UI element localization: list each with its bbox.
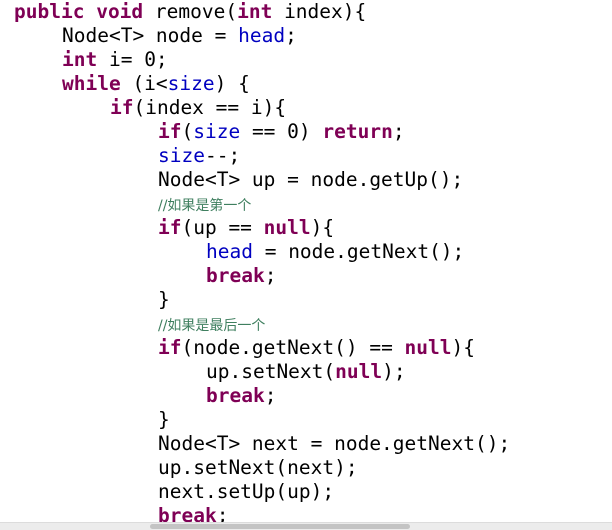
code-line[interactable]: } — [158, 288, 170, 312]
keyword-token: break — [158, 504, 217, 527]
keyword-token: while — [62, 72, 121, 95]
code-token: ) { — [214, 72, 250, 95]
field-token: head — [238, 24, 286, 47]
code-line[interactable]: public void remove(int index){ — [14, 0, 366, 24]
keyword-token: return — [322, 120, 393, 143]
field-token: size — [158, 144, 205, 167]
code-token: } — [158, 288, 170, 311]
code-line[interactable]: if(index == i){ — [110, 96, 286, 120]
code-line[interactable]: head = node.getNext(); — [206, 240, 464, 264]
keyword-token: if — [158, 120, 182, 143]
code-line[interactable]: Node<T> up = node.getUp(); — [158, 168, 463, 192]
keyword-token: break — [206, 384, 265, 407]
code-token: } — [158, 408, 170, 431]
code-line[interactable]: Node<T> node = head; — [62, 24, 297, 48]
code-line[interactable]: next.setUp(up); — [158, 480, 334, 504]
code-token: ; — [264, 384, 277, 407]
code-token: Node<T> node = — [62, 24, 239, 47]
code-token: == 0) — [240, 120, 323, 143]
code-line[interactable]: if(up == null){ — [158, 216, 334, 240]
code-line[interactable]: up.setNext(next); — [158, 456, 358, 480]
code-line[interactable]: up.setNext(null); — [206, 360, 406, 384]
code-line[interactable]: Node<T> next = node.getNext(); — [158, 432, 510, 456]
keyword-token: if — [158, 336, 182, 359]
code-token: i= 0; — [97, 48, 168, 71]
field-token: head — [206, 240, 253, 263]
code-token: ; — [392, 120, 405, 143]
keyword-token: null — [263, 216, 311, 239]
code-line[interactable]: while (i<size) { — [62, 72, 250, 96]
code-token: Node<T> up = node.getUp(); — [158, 168, 464, 191]
code-comment: //如果是最后一个 — [158, 318, 266, 334]
code-line[interactable]: //如果是最后一个 — [158, 312, 265, 336]
code-token: remove( — [143, 0, 238, 23]
keyword-token: void — [96, 0, 144, 23]
code-token: up.setNext(next); — [158, 456, 358, 479]
keyword-token: if — [158, 216, 182, 239]
code-comment: //如果是第一个 — [158, 198, 252, 214]
keyword-token: null — [404, 336, 452, 359]
code-token: (index == i){ — [133, 96, 287, 119]
code-token: index){ — [272, 0, 367, 23]
code-token: (i< — [120, 72, 168, 95]
field-token: size — [193, 120, 241, 143]
code-token — [84, 0, 96, 23]
code-token: ); — [382, 360, 406, 383]
code-token: Node<T> next = node.getNext(); — [158, 432, 511, 455]
field-token: size — [167, 72, 215, 95]
code-token: ; — [216, 504, 229, 527]
keyword-token: break — [206, 264, 265, 287]
code-token: next.setUp(up); — [158, 480, 335, 503]
keyword-token: int — [237, 0, 273, 23]
keyword-token: public — [14, 0, 85, 23]
code-token: ){ — [451, 336, 475, 359]
code-line[interactable]: //如果是第一个 — [158, 192, 251, 216]
keyword-token: if — [110, 96, 134, 119]
code-line[interactable]: if(node.getNext() == null){ — [158, 336, 475, 360]
keyword-token: null — [335, 360, 383, 383]
code-line[interactable]: int i= 0; — [62, 48, 168, 72]
code-token: (up == — [181, 216, 264, 239]
code-token: --; — [204, 144, 241, 167]
code-token: = node.getNext(); — [252, 240, 465, 263]
code-token: ; — [264, 264, 277, 287]
code-line[interactable]: break; — [206, 384, 276, 408]
code-token: (node.getNext() == — [181, 336, 405, 359]
code-line[interactable]: if(size == 0) return; — [158, 120, 405, 144]
code-line[interactable]: } — [158, 408, 170, 432]
code-line[interactable]: size--; — [158, 144, 240, 168]
horizontal-scrollbar[interactable] — [0, 522, 612, 530]
code-token: ){ — [310, 216, 335, 239]
keyword-token: int — [62, 48, 98, 71]
code-line[interactable]: break; — [206, 264, 276, 288]
code-token: ( — [181, 120, 194, 143]
code-token: up.setNext( — [206, 360, 336, 383]
scrollbar-thumb[interactable] — [150, 524, 410, 529]
code-line[interactable]: break; — [158, 504, 228, 528]
code-token: ; — [285, 24, 297, 47]
